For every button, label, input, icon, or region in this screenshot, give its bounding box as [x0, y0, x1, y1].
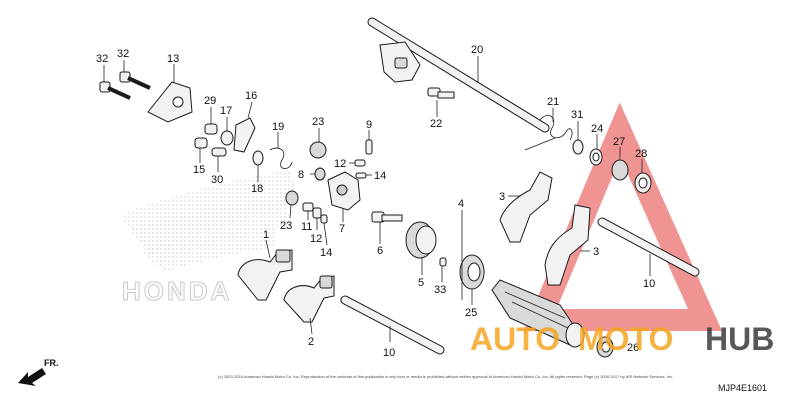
callout-2: 2 [308, 336, 314, 348]
watermark-hub: HUB [705, 321, 774, 357]
shift-fork-part-3-a [499, 171, 553, 243]
front-direction-indicator: FR. [18, 358, 59, 386]
spring-part-14-a [355, 172, 367, 179]
callout-25: 25 [465, 307, 477, 319]
seal-part-24 [589, 148, 603, 166]
callout-33: 33 [434, 284, 446, 296]
watermark-auto: AUTO [470, 321, 560, 357]
front-direction-label: FR. [44, 358, 59, 368]
shift-fork-part-1 [237, 249, 293, 301]
drum-center-part-7 [327, 171, 361, 211]
callout-22: 22 [430, 118, 442, 130]
callout-12-a: 12 [334, 158, 346, 170]
callout-30: 30 [211, 174, 223, 186]
bearing-part-26 [596, 336, 614, 358]
bearing-part-25 [459, 254, 485, 290]
bolt-part-32-b [119, 71, 151, 90]
callout-20: 20 [471, 44, 483, 56]
fork-shaft-part-10-a [340, 295, 445, 355]
bolt-part-22 [427, 87, 455, 99]
callout-18: 18 [251, 183, 263, 195]
bearing-part-23-b [285, 190, 299, 206]
pin-part-11 [302, 202, 314, 212]
drum-gear-part-5 [405, 221, 437, 259]
callout-28: 28 [635, 148, 647, 160]
shift-fork-part-3-b [544, 204, 591, 286]
stopper-arm-part-16 [233, 117, 256, 153]
bearing-part-27 [611, 159, 629, 181]
callout-32-b: 32 [117, 48, 129, 60]
callout-11: 11 [301, 221, 312, 233]
washer-part-8 [314, 167, 326, 181]
callout-31: 31 [571, 109, 583, 121]
spring-part-21 [524, 115, 573, 151]
callout-6: 6 [377, 245, 383, 257]
callout-23-a: 23 [312, 116, 324, 128]
fork-shaft-part-10-b [597, 217, 700, 277]
callout-1: 1 [263, 229, 269, 241]
callout-21: 21 [547, 96, 559, 108]
callout-23-b: 23 [280, 220, 292, 232]
callout-29: 29 [204, 95, 216, 107]
honda-logo-text: HONDA [122, 276, 232, 306]
pin-part-9 [365, 139, 373, 155]
front-arrow-icon [18, 368, 46, 386]
pin-part-12-a [354, 159, 366, 167]
callout-labels: 32 32 13 29 17 16 15 30 19 18 23 9 12 14… [96, 44, 655, 359]
spring-part-19 [269, 147, 293, 169]
spring-part-14-b [320, 214, 328, 224]
callout-15: 15 [193, 164, 205, 176]
honda-wing-logo: HONDA [120, 170, 300, 307]
callout-13: 13 [167, 53, 179, 65]
copyright-notice: (c) 2003-2016 American Honda Motor Co. I… [218, 374, 673, 379]
diagram-code: MJP4E1601 [718, 383, 767, 393]
collar-part-29 [204, 123, 218, 135]
callout-10-b: 10 [643, 278, 655, 290]
washer-part-18 [252, 150, 264, 166]
stopper-plate-part-13 [147, 81, 193, 123]
washer-part-17 [220, 130, 234, 146]
bolt-part-32-a [99, 81, 131, 100]
callout-32-a: 32 [96, 53, 108, 65]
pin-part-33 [439, 257, 447, 267]
callout-27: 27 [613, 136, 625, 148]
bolt-part-6 [371, 211, 403, 223]
callout-24: 24 [591, 123, 603, 135]
leader-lines [103, 56, 651, 348]
callout-7: 7 [339, 223, 345, 235]
callout-10-a: 10 [383, 347, 395, 359]
pin-part-12-b [312, 207, 322, 219]
shift-shaft-part-20 [367, 17, 550, 133]
callout-19: 19 [272, 121, 284, 133]
washer-part-31 [572, 139, 584, 155]
seal-part-28 [634, 172, 652, 194]
callout-4: 4 [458, 198, 464, 210]
callout-17: 17 [220, 105, 232, 117]
callout-9: 9 [366, 119, 372, 131]
callout-14-b: 14 [320, 247, 332, 259]
callout-16: 16 [245, 90, 257, 102]
callout-8: 8 [298, 169, 304, 181]
callout-3-a: 3 [499, 191, 505, 203]
bearing-part-23-a [309, 141, 327, 159]
callout-12-b: 12 [310, 233, 322, 245]
watermark-triangle [523, 102, 722, 331]
watermark-moto: MOTO [578, 321, 673, 357]
pin-part-30 [211, 147, 227, 157]
callout-3-b: 3 [593, 246, 599, 258]
shift-drum-part-4 [491, 279, 585, 348]
callout-14-a: 14 [374, 170, 386, 182]
shift-fork-part-2 [283, 275, 335, 323]
collar-part-15 [194, 137, 208, 149]
callout-5: 5 [418, 277, 424, 289]
callout-26: 26 [627, 342, 639, 354]
watermark-text: AUTO MOTO HUB [470, 321, 774, 357]
